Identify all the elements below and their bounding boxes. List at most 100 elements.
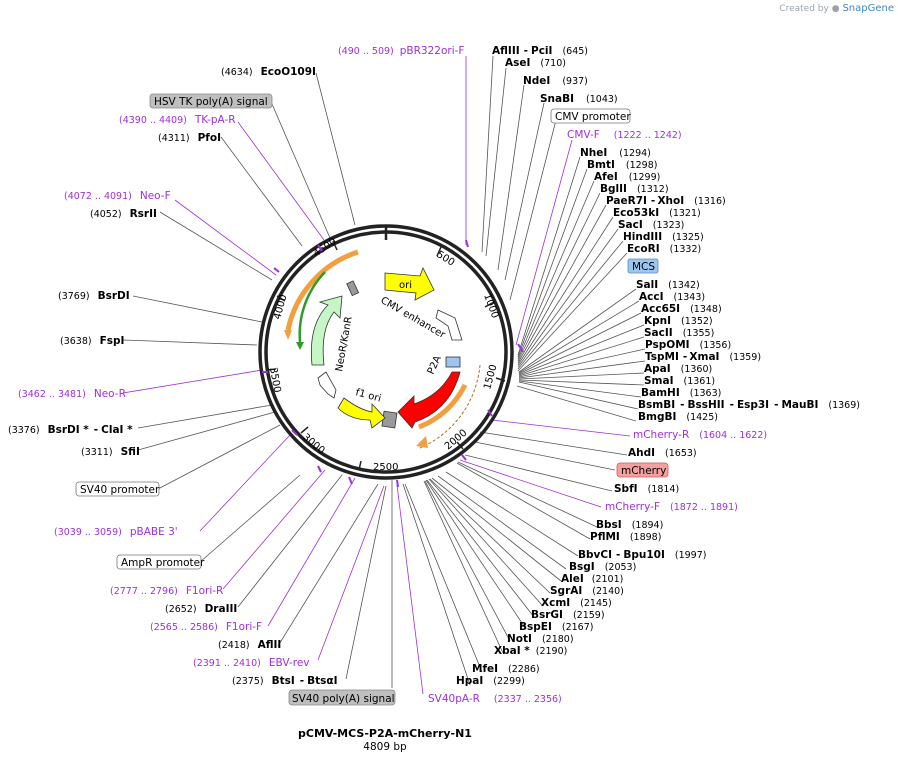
label-afei[interactable]: AfeI(1299) xyxy=(594,171,660,183)
label-bsmbi-group[interactable]: BsmBI-BssHII-Esp3I-MauBI(1369) xyxy=(638,399,860,411)
label-mcherry-r[interactable]: mCherry-R(1604 .. 1622) xyxy=(633,429,767,441)
label-sv40pa-r[interactable]: SV40pA-R(2337 .. 2356) xyxy=(428,693,562,705)
label-f1ori-f[interactable]: (2565 .. 2586)F1ori-F xyxy=(150,621,262,633)
sv40-promoter-feature[interactable] xyxy=(317,371,337,399)
sv40-polya-feature[interactable] xyxy=(381,410,398,429)
label-saci[interactable]: SacI(1323) xyxy=(618,219,684,231)
hsv-tk-box[interactable] xyxy=(149,93,273,109)
f1-ori-label: f1 ori xyxy=(354,387,382,404)
label-smai[interactable]: SmaI(1361) xyxy=(644,375,715,387)
p2a-label: P2A xyxy=(426,354,444,376)
label-pflmi[interactable]: PflMI(1898) xyxy=(590,531,661,543)
tick-3500: 3500 xyxy=(267,367,282,394)
label-btsi[interactable]: (2375)BtsI-BtsαI xyxy=(232,675,338,687)
hsv-tk-feature[interactable] xyxy=(346,280,360,297)
label-afliii2[interactable]: (2418)AflII xyxy=(218,639,281,651)
label-bsrdi-clai[interactable]: (3376)BsrDI *-ClaI * xyxy=(8,424,133,436)
f1-ori-feature[interactable] xyxy=(337,397,386,429)
label-sali[interactable]: SalI(1342) xyxy=(636,279,700,291)
label-bmgbi[interactable]: BmgBI(1425) xyxy=(638,411,718,423)
label-sv40-promoter: SV40 promoter xyxy=(80,484,160,496)
label-ebv-rev[interactable]: (2391 .. 2410)EBV-rev xyxy=(193,657,310,669)
label-bspei[interactable]: BspEI(2167) xyxy=(519,621,593,633)
label-bmti[interactable]: BmtI(1298) xyxy=(587,159,657,171)
created-by-text: Created by xyxy=(779,4,829,14)
tick-2500: 2500 xyxy=(373,462,398,473)
label-neo-r[interactable]: (3462 .. 3481)Neo-R xyxy=(18,388,126,400)
label-apai[interactable]: ApaI(1360) xyxy=(644,363,712,375)
label-neo-f[interactable]: (4072 .. 4091)Neo-F xyxy=(64,190,171,202)
label-mcherry-f[interactable]: mCherry-F(1872 .. 1891) xyxy=(605,501,738,513)
label-xbai[interactable]: XbaI *(2190) xyxy=(494,645,567,657)
label-sfii[interactable]: (3311)SfiI xyxy=(81,446,140,458)
plasmid-size: 4809 bp xyxy=(363,741,407,753)
p2a-feature[interactable] xyxy=(445,356,461,368)
label-bbvci-bpu10i[interactable]: BbvCI-Bpu10I(1997) xyxy=(578,549,706,561)
label-tk-pa-r[interactable]: (4390 .. 4409)TK-pA-R xyxy=(119,114,236,126)
green-arrowhead xyxy=(296,342,304,350)
label-acci[interactable]: AccI(1343) xyxy=(639,291,705,303)
label-f1ori-r[interactable]: (2777 .. 2796)F1ori-R xyxy=(110,585,223,597)
label-fspi[interactable]: (3638)FspI xyxy=(60,335,124,347)
label-sbfi[interactable]: SbfI(1814) xyxy=(614,483,679,495)
label-tspmi-xmai[interactable]: TspMI-XmaI(1359) xyxy=(645,351,761,363)
label-eco53ki[interactable]: Eco53kI(1321) xyxy=(613,207,701,219)
plasmid-name: pCMV-MCS-P2A-mCherry-N1 xyxy=(298,727,472,740)
mcherry-feature[interactable] xyxy=(397,371,461,429)
label-pbabe3[interactable]: (3039 .. 3059)pBABE 3' xyxy=(54,526,178,538)
label-cmv-f[interactable]: CMV-F(1222 .. 1242) xyxy=(567,129,682,141)
ori-feature[interactable] xyxy=(384,267,435,301)
label-pbr322ori-f[interactable]: (490 .. 509)pBR322ori-F xyxy=(338,45,464,57)
mcs-box[interactable] xyxy=(627,258,659,274)
label-alei[interactable]: AleI(2101) xyxy=(561,573,623,585)
mcherry-box[interactable] xyxy=(616,462,669,478)
backbone-outer xyxy=(258,224,514,480)
tick-4000: 4000 xyxy=(272,293,289,320)
sv40-polya-box[interactable] xyxy=(288,689,396,706)
label-ahdi[interactable]: AhdI(1653) xyxy=(628,447,697,459)
leader-lines xyxy=(122,55,646,695)
label-bbsi[interactable]: BbsI(1894) xyxy=(596,519,663,531)
neor-feature[interactable] xyxy=(311,295,343,366)
tick-4500: 4500 xyxy=(311,236,338,260)
backbone-inner xyxy=(264,230,508,474)
orange-arrowhead-left xyxy=(284,330,292,340)
label-afliii-pcii[interactable]: AflIII-PciI(645) xyxy=(492,45,588,57)
label-snabi[interactable]: SnaBI(1043) xyxy=(540,93,618,105)
neor-label: NeoR/KanR xyxy=(334,316,355,373)
label-bsrgi[interactable]: BsrGI(2159) xyxy=(531,609,605,621)
label-sacii[interactable]: SacII(1355) xyxy=(644,327,714,339)
green-arrow xyxy=(298,271,326,343)
label-asei[interactable]: AseI(710) xyxy=(505,57,566,69)
label-sgrai[interactable]: SgrAI(2140) xyxy=(550,585,624,597)
snapgene-logo-icon: ● xyxy=(831,4,840,14)
label-bamhi[interactable]: BamHI(1363) xyxy=(641,387,721,399)
label-xcmi[interactable]: XcmI(2145) xyxy=(541,597,612,609)
label-bsrdi[interactable]: (3769)BsrDI xyxy=(58,290,130,302)
cmv-enhancer-feature[interactable] xyxy=(435,309,463,341)
label-paer7i-xhoi[interactable]: PaeR7I-XhoI(1316) xyxy=(606,195,726,207)
label-hpai[interactable]: HpaI(2299) xyxy=(456,675,525,687)
label-mfei[interactable]: MfeI(2286) xyxy=(472,663,540,675)
label-ndei[interactable]: NdeI(937) xyxy=(523,75,588,87)
label-hindiii[interactable]: HindIII(1325) xyxy=(623,231,704,243)
label-pspomi[interactable]: PspOMI(1356) xyxy=(645,339,731,351)
label-cmv-promoter: CMV promoter xyxy=(555,111,631,123)
label-draiii[interactable]: (2652)DraIII xyxy=(165,603,237,615)
cmv-promoter-box[interactable] xyxy=(550,108,631,124)
orange-arrow-right-outline xyxy=(419,364,481,449)
label-noti[interactable]: NotI(2180) xyxy=(507,633,574,645)
ampr-promoter-box[interactable] xyxy=(116,554,202,570)
primer-marks xyxy=(262,239,524,488)
label-bsgi[interactable]: BsgI(2053) xyxy=(569,561,636,573)
label-acc65i[interactable]: Acc65I(1348) xyxy=(641,303,722,315)
tick-labels: 500 1000 1500 2000 2500 3000 3500 4000 4… xyxy=(267,236,500,473)
label-nhei[interactable]: NheI(1294) xyxy=(580,147,651,159)
label-pfoi[interactable]: (4311)PfoI xyxy=(158,132,221,144)
label-eco0109i[interactable]: (4634)EcoO109I xyxy=(221,66,316,78)
label-kpni[interactable]: KpnI(1352) xyxy=(644,315,713,327)
label-rsrii[interactable]: (4052)RsrII xyxy=(90,208,157,220)
sv40-promoter-box[interactable] xyxy=(75,481,160,497)
label-ecori[interactable]: EcoRI(1332) xyxy=(627,243,701,255)
label-bglii[interactable]: BglII(1312) xyxy=(600,183,669,195)
